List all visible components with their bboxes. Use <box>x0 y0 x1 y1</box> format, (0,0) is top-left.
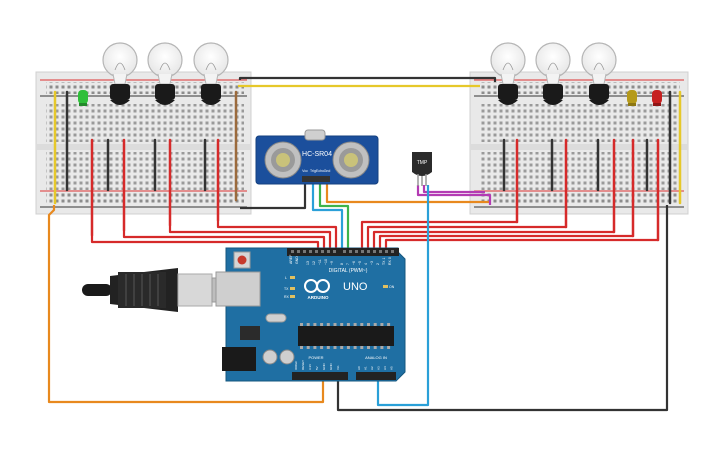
sensor-pin-vcc: Vcc <box>302 169 308 173</box>
power-pin-label: GND <box>329 363 333 371</box>
digital-label: DIGITAL (PWM~) <box>329 268 368 274</box>
analog-pin-label: A0 <box>357 366 361 370</box>
tmp-label: TMP <box>417 160 428 166</box>
arduino-logo-icon <box>304 279 330 293</box>
sensor-pin-trig: Trig <box>310 169 316 173</box>
power-pin-label: Vin <box>336 365 340 370</box>
analog-pin-label: A3 <box>377 366 381 370</box>
power-pin-label: 5V <box>315 366 319 370</box>
analog-pin-label: A5 <box>390 366 394 370</box>
light-bulb-6[interactable] <box>581 42 617 105</box>
l-label: L <box>285 276 287 280</box>
digital-pin-label: 2 <box>376 263 380 265</box>
gnd-label: GND <box>295 256 299 264</box>
digital-pin-label: ~3 <box>370 261 374 265</box>
aref-label: AREF <box>289 255 293 264</box>
light-bulb-2[interactable] <box>147 42 183 105</box>
rx-label: RX <box>284 295 290 299</box>
brand-label: ARDUINO <box>308 295 329 300</box>
sensor-model-label: HC-SR04 <box>302 151 332 158</box>
light-bulb-5[interactable] <box>535 42 571 105</box>
analog-pin-label: A1 <box>364 366 368 370</box>
light-bulb-4[interactable] <box>490 42 526 105</box>
sensor-pin-echo: Echo <box>316 169 324 173</box>
digital-pin-label: 7 <box>346 263 350 265</box>
digital-pin-label: ~10 <box>324 259 328 265</box>
digital-header-pins <box>291 250 394 253</box>
digital-pin-label: ~6 <box>352 261 356 265</box>
bulb-group <box>102 42 617 105</box>
tx-label: TX <box>284 287 289 291</box>
power-pin-label: GND <box>322 363 326 371</box>
digital-pin-label: RX 0 <box>388 257 392 265</box>
usb-cable[interactable] <box>82 268 227 312</box>
digital-pin-label: 4 <box>364 263 368 265</box>
analog-label: ANALOG IN <box>365 355 387 360</box>
analog-pin-label: A2 <box>370 366 374 370</box>
long-wires <box>47 76 669 412</box>
led-red[interactable] <box>652 90 662 106</box>
led-yellow[interactable] <box>627 90 637 106</box>
digital-pin-label: ~5 <box>358 261 362 265</box>
digital-pin-label: 8 <box>340 263 344 265</box>
breadboard-wires <box>53 90 682 242</box>
atmega-chip <box>298 323 394 349</box>
ultrasonic-sensor[interactable]: HC-SR04 Vcc Trig Echo Gnd <box>255 129 379 185</box>
power-pin-label: 3.3V <box>308 364 312 370</box>
power-label: POWER <box>308 355 323 360</box>
light-bulb-3[interactable] <box>193 42 229 105</box>
digital-pin-label: ~11 <box>318 259 322 265</box>
power-pin-label: IOREF <box>294 361 298 370</box>
on-label: ON <box>389 285 395 289</box>
light-bulb-1[interactable] <box>102 42 138 105</box>
sensor-pin-gnd: Gnd <box>324 169 331 173</box>
temperature-sensor[interactable]: TMP <box>412 152 432 186</box>
digital-pin-label: 13 <box>306 261 310 265</box>
digital-pin-label: ~9 <box>330 261 334 265</box>
digital-pin-label: TX 1 <box>382 258 386 265</box>
power-pin-label: RESET <box>301 360 305 370</box>
analog-pin-label: A4 <box>383 366 387 370</box>
digital-pin-label: 12 <box>312 261 316 265</box>
model-label: UNO <box>343 281 368 293</box>
led-green[interactable] <box>78 90 88 106</box>
